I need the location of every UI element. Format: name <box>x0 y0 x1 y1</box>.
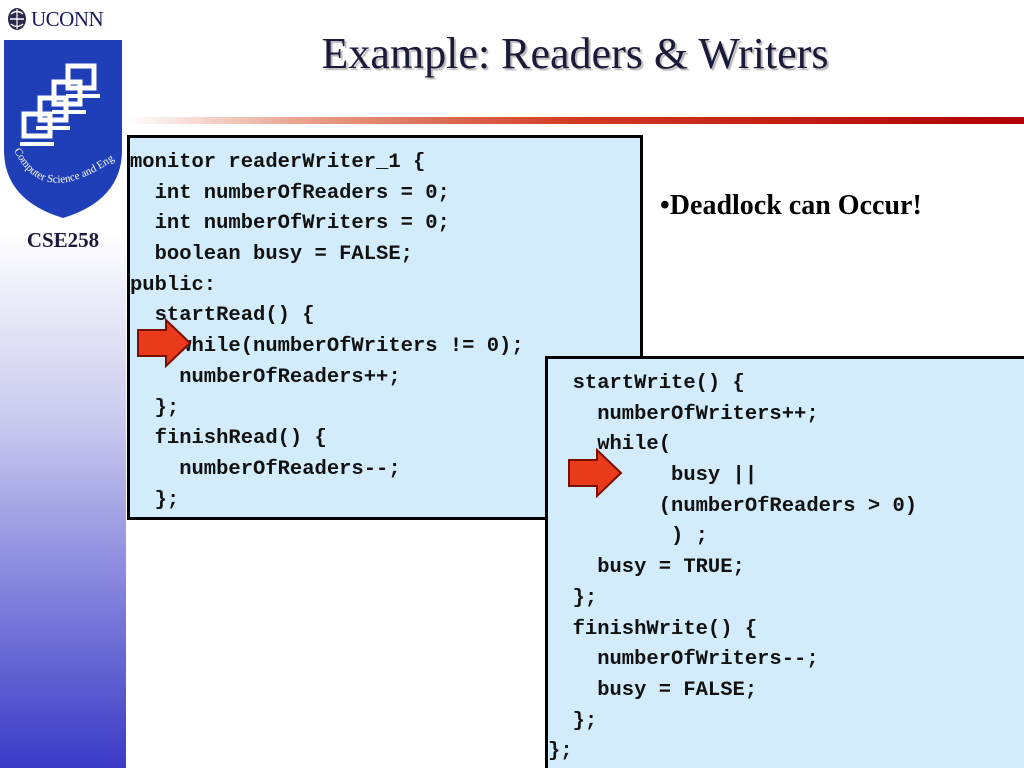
code-box-writer: startWrite() { numberOfWriters++; while(… <box>545 356 1024 768</box>
code-line: numberOfReaders++; <box>130 365 401 389</box>
code-line: }; <box>548 586 598 610</box>
code-line: monitor readerWriter_1 { <box>130 151 426 174</box>
code-line: busy = TRUE; <box>548 556 745 580</box>
code-line: numberOfWriters--; <box>548 648 819 672</box>
right-arrow-icon <box>137 318 192 368</box>
code-line: startRead() { <box>130 304 315 328</box>
uconn-label: UCONN <box>31 6 104 31</box>
code-line: ) ; <box>548 525 708 549</box>
code-line: }; <box>130 488 180 512</box>
bullet-deadlock: •Deadlock can Occur! <box>660 190 922 221</box>
cse-logo: Computer Science and Engineering <box>2 40 122 218</box>
sidebar: UCONN Computer Science and Engineering C… <box>0 0 126 768</box>
code-line: int numberOfReaders = 0; <box>130 181 450 205</box>
code-line: finishRead() { <box>130 427 327 451</box>
code-line: public: <box>130 273 217 297</box>
course-label: CSE258 <box>26 228 100 252</box>
code-line: busy = FALSE; <box>548 678 758 702</box>
code-line: boolean busy = FALSE; <box>130 243 413 267</box>
title-divider <box>126 117 1024 124</box>
uconn-seal-icon <box>8 8 26 30</box>
code-line: int numberOfWriters = 0; <box>130 212 450 236</box>
code-line: }; <box>548 709 598 733</box>
code-box-reader: monitor readerWriter_1 { int numberOfRea… <box>127 135 643 520</box>
code-line: numberOfWriters++; <box>548 402 819 426</box>
uconn-brand: UCONN <box>6 6 104 32</box>
code-line: while( <box>548 433 672 457</box>
code-line: (numberOfReaders > 0) <box>548 494 918 518</box>
right-arrow-icon <box>568 448 623 498</box>
code-line: startWrite() { <box>548 372 745 395</box>
code-line: numberOfReaders--; <box>130 457 401 481</box>
slide-title: Example: Readers & Writers <box>321 29 829 78</box>
code-line: finishWrite() { <box>548 617 758 641</box>
code-line: }; <box>548 740 573 764</box>
code-line: while(numberOfWriters != 0); <box>130 335 524 359</box>
code-line: busy || <box>548 464 758 488</box>
code-line: }; <box>130 396 180 420</box>
